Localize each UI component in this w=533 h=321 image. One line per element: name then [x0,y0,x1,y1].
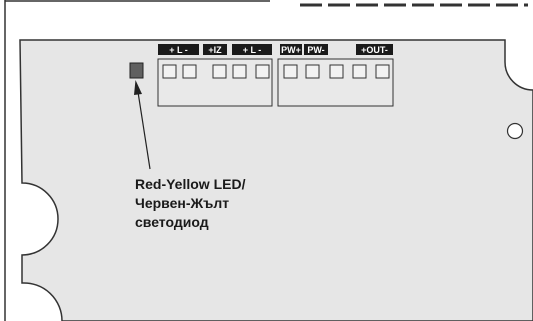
terminal-5 [255,64,270,79]
led-leader-arrow [134,80,151,170]
terminal-6 [283,64,298,79]
terminal-1 [162,64,177,79]
red-yellow-led [129,62,144,79]
terminal-10 [375,64,390,79]
led-caption-line-3: светодиод [135,214,209,230]
tag-power-loop-2: + L - [243,45,262,55]
terminal-3 [212,64,227,79]
terminals-left [162,64,270,79]
terminal-tags [158,44,393,55]
led-caption-line-2: Червен-Жълт [135,195,229,211]
mounting-hole [506,122,524,140]
terminals-right [283,64,390,79]
tag-pw-minus: PW- [307,45,324,55]
terminal-9 [352,64,367,79]
terminal-4 [232,64,247,79]
led-caption-line-1: Red-Yellow LED/ [135,176,246,192]
outer-frame [4,0,270,321]
terminal-7 [305,64,320,79]
terminal-8 [329,64,344,79]
tag-power-loop-1: + L - [169,45,188,55]
terminal-2 [182,64,197,79]
tag-iz: +IZ [208,45,222,55]
tag-pw-plus: PW+ [281,45,301,55]
circuit-board [19,39,533,321]
tag-out: +OUT- [361,45,388,55]
